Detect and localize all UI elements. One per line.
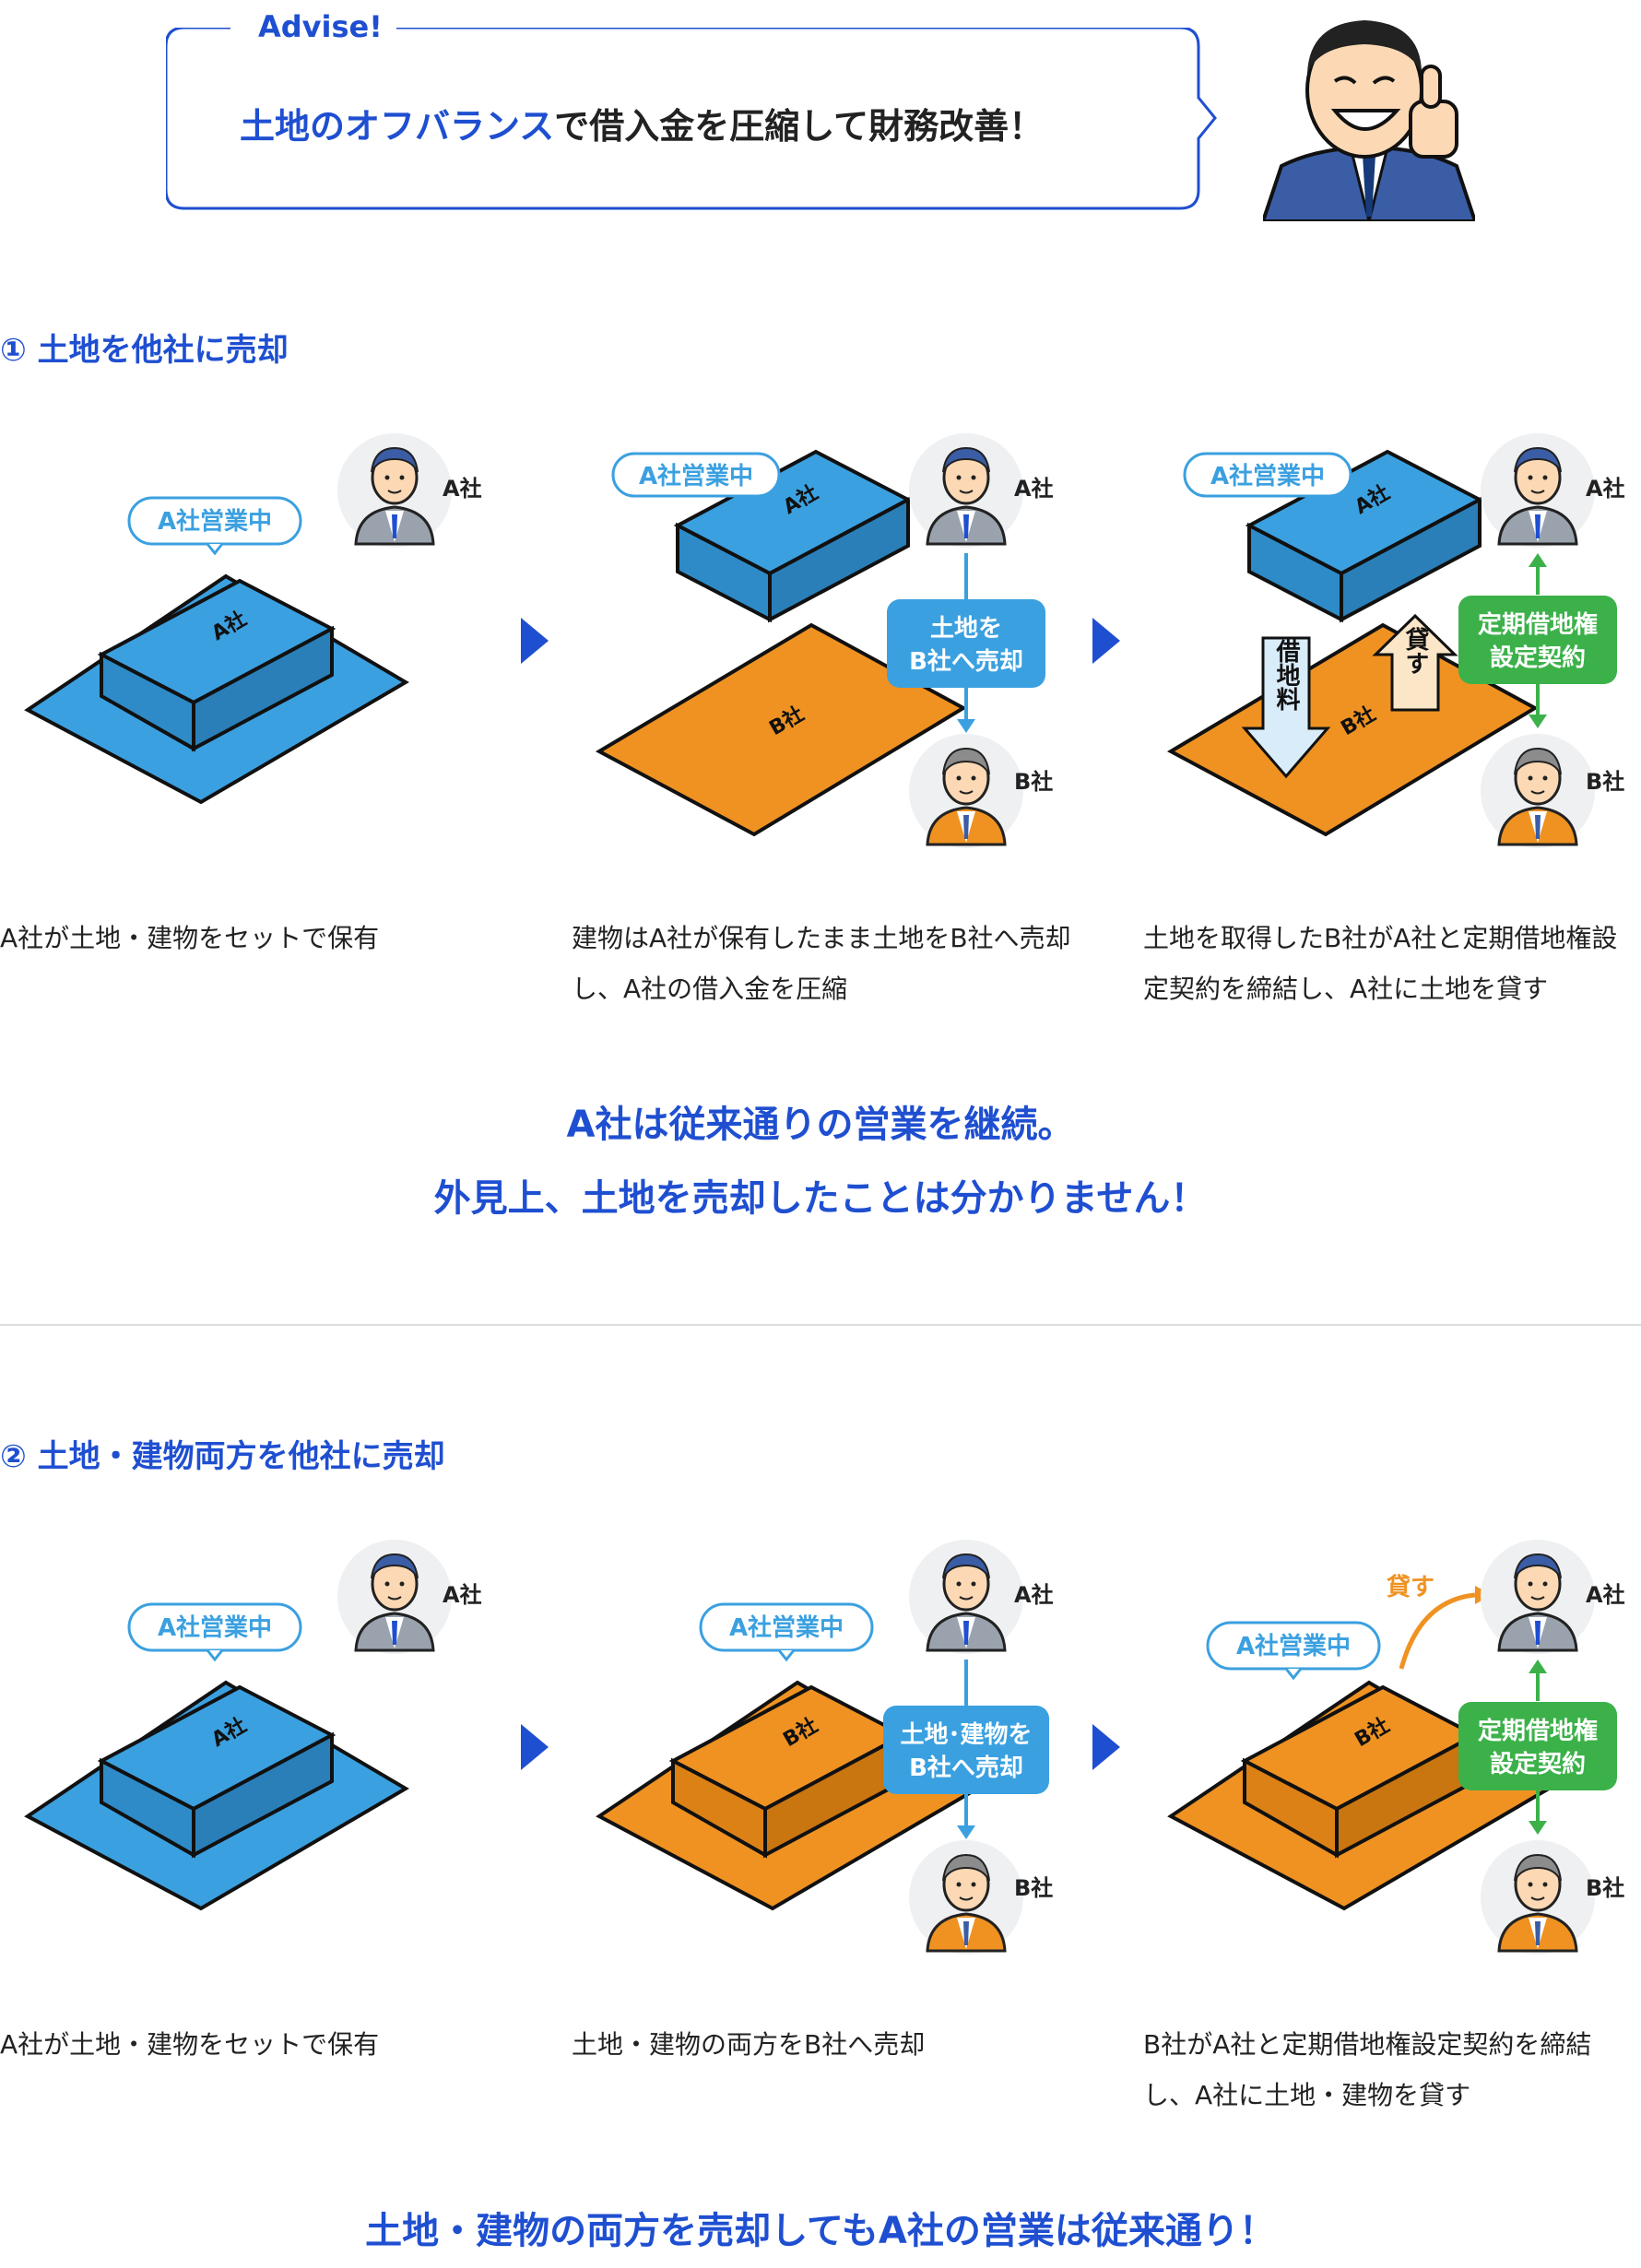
- person-label: B社: [1014, 1875, 1053, 1901]
- s1-step1-desc: A社が土地・建物をセットで保有: [0, 923, 380, 953]
- action-line1: 土地を: [930, 615, 1002, 643]
- s1-step3-desc: 土地を取得したB社がA社と定期借地権設定契約を締結し、A社に土地を貸す: [1143, 923, 1618, 1004]
- businessman-b-icon: [1479, 732, 1597, 850]
- businessman-b-icon: [1479, 1838, 1597, 1956]
- person-label: A社: [443, 1582, 482, 1608]
- contract-line1: 定期借地権: [1478, 1717, 1598, 1745]
- businessman-b-icon: [907, 1838, 1025, 1956]
- s1-step1: A社 A社営業中 A社: [24, 431, 482, 805]
- lend-label: 貸す: [1386, 1573, 1434, 1601]
- businessman-b-icon: [907, 732, 1025, 850]
- businessman-a-icon: [907, 1538, 1025, 1656]
- thumbs-up-man-icon: [1263, 20, 1475, 221]
- person-label: B社: [1586, 1875, 1624, 1901]
- s1-step2: B社 A社 A社営業中 A社 土地を B社へ売却 B社: [595, 431, 1054, 850]
- person-label: A社: [1586, 1582, 1625, 1608]
- section2-title: ② 土地・建物両方を他社に売却: [0, 1438, 445, 1475]
- section2-diagram: A社 A社営業中 A社 B社 A社営業中 A社 土地･建物を B社へ売却 B社 …: [24, 1538, 1625, 1956]
- s1-summary-line1: A社は従来通りの営業を継続。: [566, 1104, 1075, 1146]
- s1-step3: B社 A社 A社営業中 借地料 貸す A社 定期借地権 設定契約 B社: [1166, 431, 1625, 850]
- section1-diagram: A社 A社営業中 A社 B社 A社 A社営業中 A社 土地を B社へ売却 B社 …: [24, 431, 1625, 850]
- person-label: A社: [1014, 1582, 1054, 1608]
- status-badge: A社営業中: [1210, 462, 1325, 490]
- person-label: A社: [443, 476, 482, 502]
- section-divider: [0, 1324, 1641, 1326]
- advice-bubble: Advise! 土地のオフバランスで借入金を圧縮して財務改善！: [164, 9, 1217, 210]
- speech-bubble-icon: [164, 26, 1217, 210]
- s2-step3-desc: B社がA社と定期借地権設定契約を締結し、A社に土地・建物を貸す: [1143, 2029, 1592, 2110]
- status-badge: A社営業中: [158, 507, 272, 536]
- section1-title: ① 土地を他社に売却: [0, 332, 289, 369]
- next-triangle-icon: [1092, 618, 1120, 664]
- businessman-a-icon: [336, 1538, 454, 1656]
- person-label: A社: [1586, 476, 1625, 502]
- status-badge: A社営業中: [729, 1613, 844, 1642]
- lend-label: 貸す: [1401, 626, 1430, 675]
- action-line2: B社へ売却: [909, 1754, 1023, 1782]
- person-label: A社: [1014, 476, 1054, 502]
- s2-step1: A社 A社営業中 A社: [24, 1538, 482, 1911]
- s2-step1-desc: A社が土地・建物をセットで保有: [0, 2029, 380, 2060]
- advice-rest: で借入金を圧縮して財務改善！: [554, 106, 1045, 147]
- advice-message: 土地のオフバランスで借入金を圧縮して財務改善！: [240, 98, 1044, 148]
- contract-line1: 定期借地権: [1478, 610, 1598, 639]
- status-badge: A社営業中: [639, 462, 753, 490]
- person-label: B社: [1586, 769, 1624, 795]
- contract-line2: 設定契約: [1490, 1750, 1586, 1778]
- s1-summary-line2: 外見上、土地を売却したことは分かりません！: [433, 1177, 1208, 1220]
- contract-line2: 設定契約: [1490, 644, 1586, 672]
- next-triangle-icon: [1092, 1724, 1120, 1770]
- rent-label: 借地料: [1272, 639, 1301, 711]
- s1-step2-desc: 建物はA社が保有したまま土地をB社へ売却し、A社の借入金を圧縮: [572, 923, 1071, 1004]
- status-badge: A社営業中: [158, 1613, 272, 1642]
- status-badge: A社営業中: [1236, 1632, 1351, 1660]
- next-triangle-icon: [521, 618, 549, 664]
- businessman-a-icon: [336, 431, 454, 549]
- s2-step2: B社 A社営業中 A社 土地･建物を B社へ売却 B社: [596, 1538, 1054, 1956]
- person-label: B社: [1014, 769, 1053, 795]
- advice-tag: Advise!: [258, 9, 383, 44]
- s2-step3: B社 A社営業中 貸す A社 定期借地権 設定契約 B社: [1167, 1538, 1625, 1956]
- action-line1: 土地･建物を: [900, 1721, 1032, 1749]
- s2-summary: 土地・建物の両方を売却してもA社の営業は従来通り！: [365, 2210, 1276, 2252]
- action-line2: B社へ売却: [909, 647, 1023, 676]
- advice-highlight: 土地のオフバランス: [240, 106, 555, 147]
- businessman-a-icon: [1479, 1538, 1597, 1656]
- businessman-a-icon: [907, 431, 1025, 549]
- businessman-a-icon: [1479, 431, 1597, 549]
- next-triangle-icon: [521, 1724, 549, 1770]
- s2-step2-desc: 土地・建物の両方をB社へ売却: [572, 2029, 926, 2060]
